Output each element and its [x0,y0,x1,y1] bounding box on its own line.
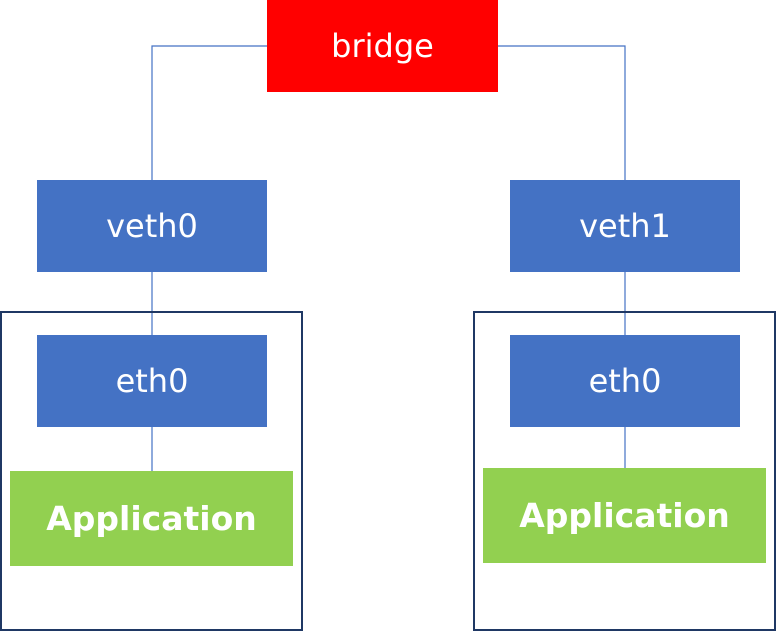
left-application-node: Application [10,471,293,566]
right-application-node: Application [483,468,766,563]
right-eth0-node: eth0 [510,335,740,427]
left-eth0-node: eth0 [37,335,267,427]
right-namespace-box [473,311,776,631]
left-application-label: Application [46,499,257,538]
veth1-label: veth1 [579,207,671,245]
veth0-node: veth0 [37,180,267,272]
connector-bridge-veth0 [151,45,267,180]
connector-bridge-veth1 [498,45,626,180]
right-eth0-label: eth0 [588,362,662,400]
bridge-label: bridge [331,27,434,65]
veth0-label: veth0 [106,207,198,245]
left-eth0-label: eth0 [115,362,189,400]
veth1-node: veth1 [510,180,740,272]
left-namespace-box [0,311,303,631]
bridge-node: bridge [267,0,498,92]
right-application-label: Application [519,496,730,535]
